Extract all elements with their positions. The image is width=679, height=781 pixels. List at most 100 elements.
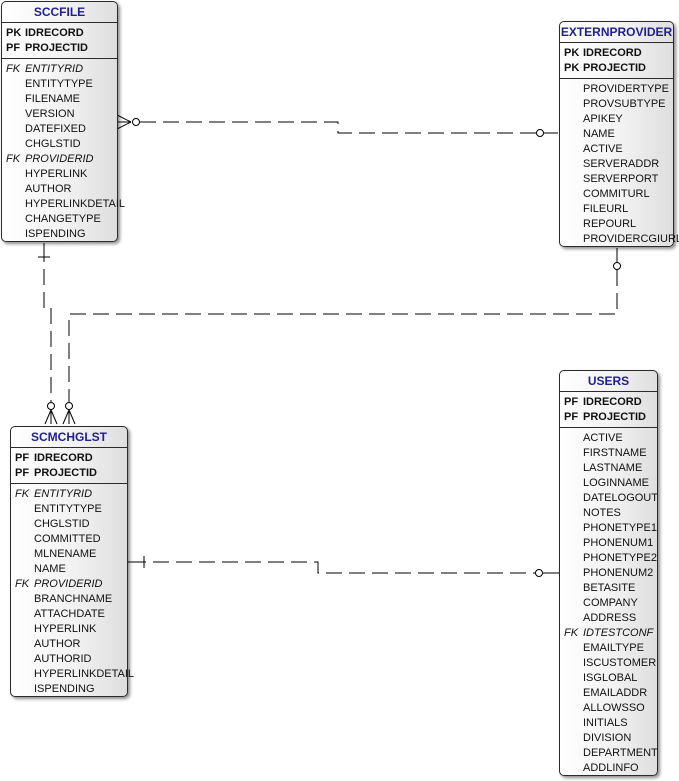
attribute-row: COMMITURL	[583, 188, 650, 200]
attribute-row: ISPENDING	[34, 683, 95, 695]
rel-scmchglst-users	[130, 561, 535, 574]
attribute-row: SERVERPORT	[583, 173, 659, 185]
key-separator	[2, 58, 117, 59]
attribute-row: DIVISION	[583, 732, 632, 744]
entity-title: EXTERNPROVIDER	[560, 22, 673, 43]
attribute-row: HYPERLINKDETAIL	[34, 668, 135, 680]
attribute-row: MLNENAME	[34, 548, 97, 560]
attribute-row: ADDLINFO	[583, 762, 639, 774]
attribute-row: ACTIVE	[583, 143, 623, 155]
attribute-row: EMAILADDR	[583, 687, 648, 699]
attribute-row: LOGINNAME	[583, 477, 650, 489]
attribute-row: FILEURL	[583, 203, 629, 215]
attribute-row: AUTHOR	[25, 183, 72, 195]
attribute-row: PROVIDERCGIURL	[583, 233, 679, 245]
attribute-row: HYPERLINKDETAIL	[25, 198, 126, 210]
attribute-row: BETASITE	[583, 582, 636, 594]
attribute-row: ENTITYTYPE	[25, 78, 93, 90]
attribute-row: ACTIVE	[583, 432, 623, 444]
attribute-row: ISCUSTOMER	[583, 657, 657, 669]
attribute-row: CHGLSTID	[25, 138, 81, 150]
attribute-row: AUTHOR	[34, 638, 81, 650]
zero-or-one-marker	[536, 129, 558, 137]
attribute-list: ACTIVE FIRSTNAME LASTNAME LOGINNAME DATELOGO…	[560, 428, 658, 776]
attribute-row: NAME	[34, 563, 66, 575]
attribute-row: DATEFIXED	[25, 123, 86, 135]
attribute-row: CHANGETYPE	[25, 213, 101, 225]
attribute-row: ATTACHDATE	[34, 608, 105, 620]
attribute-row: LASTNAME	[583, 462, 643, 474]
attribute-row: EMAILTYPE	[583, 642, 644, 654]
zero-or-many-marker	[44, 402, 58, 425]
attribute-row: ENTITYTYPE	[34, 503, 102, 515]
attribute-row: FILENAME	[25, 93, 81, 105]
attribute-row: AUTHORID	[34, 653, 92, 665]
attribute-row: PROVIDERTYPE	[583, 83, 669, 95]
attribute-row: COMPANY	[583, 597, 638, 609]
attribute-row: ISPENDING	[25, 228, 86, 240]
attribute-row: REPOURL	[583, 218, 637, 230]
attribute-row: BRANCHNAME	[34, 593, 113, 605]
zero-or-one-marker	[535, 569, 559, 577]
entity-title: SCCFILE	[2, 2, 117, 23]
one-marker	[38, 243, 50, 262]
attribute-row: INITIALS	[583, 717, 628, 729]
attribute-row: PHONETYPE2	[583, 552, 657, 564]
attribute-row: CHGLSTID	[34, 518, 90, 530]
attribute-row: PHONENUM2	[583, 567, 654, 579]
key-separator	[560, 427, 657, 428]
attribute-row: DATELOGOUT	[583, 492, 658, 504]
attribute-list: PROVIDERTYPE PROVSUBTYPE APIKEY NAME ACTIVE S…	[560, 79, 679, 247]
rel-externprovider-scmchglst	[68, 270, 618, 402]
attribute-row: PROVSUBTYPE	[583, 98, 666, 110]
attribute-row: ADDRESS	[583, 612, 637, 624]
attribute-row: ALLOWSSO	[583, 702, 645, 714]
attribute-row: DEPARTMENT	[583, 747, 658, 759]
entity-title: USERS	[560, 371, 657, 392]
attribute-row: NAME	[583, 128, 615, 140]
key-separator	[560, 78, 673, 79]
attribute-row: HYPERLINK	[34, 623, 97, 635]
zero-or-one-marker	[613, 248, 621, 270]
rel-externprovider-sccfile	[140, 121, 536, 134]
attribute-row: ISGLOBAL	[583, 672, 638, 684]
attribute-row: PHONETYPE1	[583, 522, 657, 534]
key-separator	[11, 483, 127, 484]
attribute-row: SERVERADDR	[583, 158, 660, 170]
zero-or-many-marker	[62, 402, 76, 425]
one-marker	[128, 556, 145, 568]
attribute-row: APIKEY	[583, 113, 623, 125]
attribute-row: PHONENUM1	[583, 537, 654, 549]
rel-sccfile-scmchglst	[43, 246, 52, 402]
attribute-row: COMMITTED	[34, 533, 101, 545]
zero-or-many-marker	[116, 114, 140, 130]
attribute-row: FIRSTNAME	[583, 447, 647, 459]
attribute-row: HYPERLINK	[25, 168, 88, 180]
attribute-row: VERSION	[25, 108, 75, 120]
attribute-row: NOTES	[583, 507, 621, 519]
entity-title: SCMCHGLST	[11, 427, 127, 448]
